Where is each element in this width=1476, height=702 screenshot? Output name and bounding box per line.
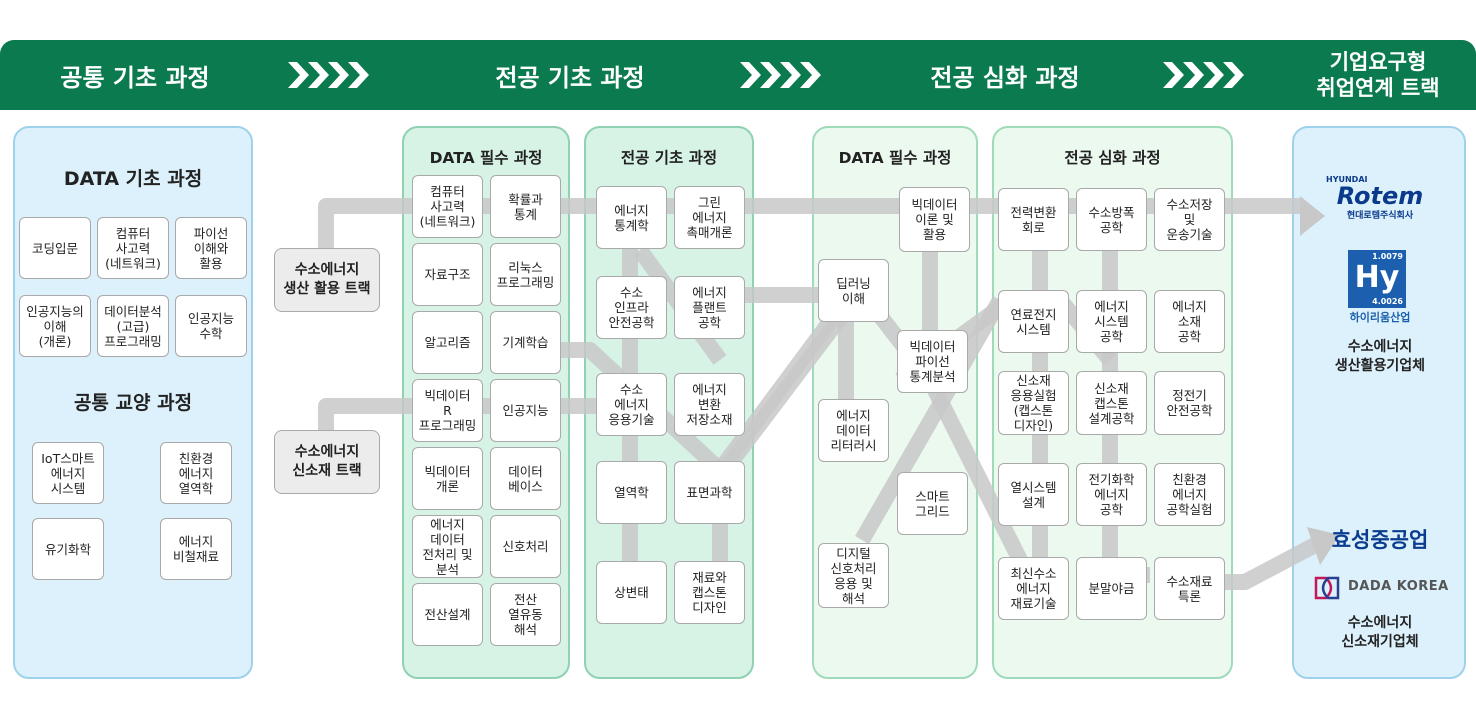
track-materials: 수소에너지 신소재 트랙	[274, 430, 380, 494]
dada-korea-logo: DADA KOREA	[1310, 574, 1460, 602]
course-box: 자료구조	[412, 243, 483, 306]
course-box: 전력변환 회로	[998, 188, 1069, 251]
course-box: 정전기 안전공학	[1154, 371, 1225, 435]
company-group-2: 수소에너지 신소재기업체	[1341, 615, 1419, 650]
course-box: 유기화학	[32, 518, 104, 580]
course-box: 기계학습	[490, 311, 561, 374]
course-box: 분말야금	[1076, 557, 1147, 620]
course-box: 컴퓨터 사고력 (네트워크)	[97, 217, 169, 279]
course-box: 최신수소 에너지 재료기술	[998, 557, 1069, 620]
course-box: 인공지능 수학	[175, 295, 247, 357]
course-box: 신소재 응용실험 (캡스톤 디자인)	[998, 371, 1069, 435]
course-box: 알고리즘	[412, 311, 483, 374]
course-box: 빅데이터 파이선 통계분석	[897, 330, 968, 393]
course-box: 전기화학 에너지 공학	[1076, 463, 1147, 526]
stage-major-basic: 전공 기초 과정	[495, 63, 645, 92]
rotem-sub-text: 현대로템주식회사	[1346, 211, 1414, 221]
course-box: 신소재 캡스톤 설계공학	[1076, 371, 1147, 435]
major-basic-title: 전공 기초 과정	[620, 149, 718, 167]
course-box: 파이선 이해와 활용	[175, 217, 247, 279]
course-box: 신호처리	[490, 515, 561, 578]
course-box: 에너지 시스템 공학	[1076, 290, 1147, 353]
course-box: 전산설계	[412, 583, 483, 646]
chevrons-icon	[740, 62, 821, 88]
course-box: 에너지 변환 저장소재	[674, 373, 745, 436]
rotem-small-text: HYUNDAI	[1326, 175, 1368, 184]
course-box: 디지털 신호처리 응용 및 해석	[818, 543, 889, 608]
stage-employment-track: 기업요구형 취업연계 트랙	[1316, 50, 1440, 100]
rotem-big-text: Rotem	[1336, 182, 1424, 210]
track-production: 수소에너지 생산 활용 트랙	[274, 248, 380, 312]
hy-bottom-number: 4.0026	[1372, 297, 1403, 306]
dada-text: DADA KOREA	[1348, 579, 1449, 594]
course-box: IoT스마트 에너지 시스템	[32, 442, 104, 504]
course-box: 에너지 통계학	[596, 186, 667, 249]
course-box: 컴퓨터 사고력 (네트워크)	[412, 175, 483, 238]
course-box: 데이터분석 (고급) 프로그래밍	[97, 295, 169, 357]
course-box: 빅데이터 R 프로그래밍	[412, 379, 483, 442]
stage-banner	[0, 40, 1476, 110]
course-box: 수소방폭 공학	[1076, 188, 1147, 251]
course-box: 친환경 에너지 열역학	[160, 442, 232, 504]
data-required-title-2: DATA 필수 과정	[838, 149, 952, 167]
course-box: 인공지능의 이해 (개론)	[19, 295, 91, 357]
course-box: 연료전지 시스템	[998, 290, 1069, 353]
chevrons-icon	[1163, 62, 1244, 88]
course-box: 빅데이터 이론 및 활용	[899, 187, 970, 252]
liberal-arts-title: 공통 교양 과정	[73, 392, 193, 414]
course-box: 리눅스 프로그래밍	[490, 243, 561, 306]
course-box: 상변태	[596, 561, 667, 624]
course-box: 수소재료 특론	[1154, 557, 1225, 620]
company-group-1: 수소에너지 생산활용기업체	[1334, 339, 1426, 374]
course-box: 그린 에너지 촉매개론	[674, 186, 745, 249]
chevrons-icon	[288, 62, 369, 88]
stage-common-basic: 공통 기초 과정	[60, 63, 210, 92]
course-box: 데이터 베이스	[490, 447, 561, 510]
hyosung-logo: 효성중공업	[1331, 528, 1429, 552]
dada-mark-icon	[1314, 576, 1340, 600]
course-box: 열역학	[596, 461, 667, 524]
course-box: 친환경 에너지 공학실험	[1154, 463, 1225, 526]
course-box: 전산 열유동 해석	[490, 583, 561, 646]
hy-top-number: 1.0079	[1372, 252, 1403, 261]
course-box: 확률과 통계	[490, 175, 561, 238]
hylium-sub-text: 하이리움산업	[1349, 311, 1411, 324]
course-box: 에너지 소재 공학	[1154, 290, 1225, 353]
course-box: 재료와 캡스톤 디자인	[674, 561, 745, 624]
hy-symbol: Hy	[1354, 260, 1400, 295]
stage-major-advanced: 전공 심화 과정	[930, 63, 1080, 92]
data-required-title-1: DATA 필수 과정	[429, 149, 543, 167]
course-box: 스마트 그리드	[897, 472, 968, 535]
course-box: 빅데이터 개론	[412, 447, 483, 510]
hyundai-rotem-logo: HYUNDAI Rotem 현대로템주식회사	[1320, 175, 1440, 221]
course-box: 표면과학	[674, 461, 745, 524]
major-advanced-title: 전공 심화 과정	[1064, 149, 1161, 167]
course-box: 에너지 데이터 리터러시	[818, 399, 889, 462]
course-box: 코딩입문	[19, 217, 91, 279]
course-box: 수소 인프라 안전공학	[596, 276, 667, 339]
course-box: 딥러닝 이해	[818, 259, 889, 322]
course-box: 열시스템 설계	[998, 463, 1069, 526]
course-box: 수소 에너지 응용기술	[596, 373, 667, 436]
course-box: 인공지능	[490, 379, 561, 442]
data-basic-title: DATA 기초 과정	[63, 168, 203, 190]
hylium-logo: 1.0079 Hy 4.0026	[1348, 250, 1406, 308]
course-box: 수소저장 및 운송기술	[1154, 188, 1225, 251]
course-box: 에너지 플랜트 공학	[674, 276, 745, 339]
course-box: 에너지 데이터 전처리 및 분석	[412, 515, 483, 578]
course-box: 에너지 비철재료	[160, 518, 232, 580]
